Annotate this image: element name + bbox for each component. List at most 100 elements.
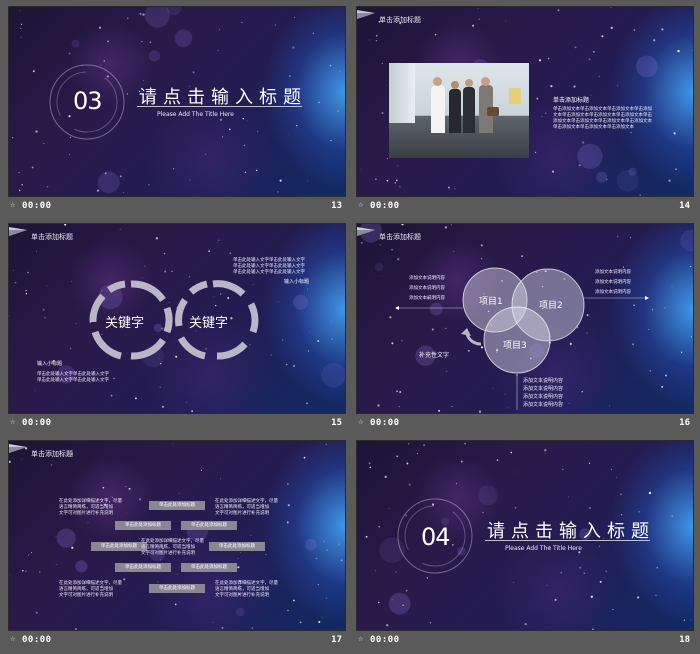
slide-thumb-16[interactable]: 单击添加标题 项目1 项目2 项目3 添加文本说明内容 添加文本说明内容 添加文… xyxy=(356,223,694,437)
slide-timing: 00:00 xyxy=(22,201,52,211)
body-line: 单击此处输入文字单击此处输入文字 xyxy=(37,378,109,383)
body-line: 在此处添加详细描述文字，尽量 xyxy=(141,539,204,544)
flow-box: 单击此处添加标题 xyxy=(149,501,205,510)
flow-box: 单击此处添加标题 xyxy=(91,542,147,551)
flow-box: 单击此处添加标题 xyxy=(149,584,205,593)
slide-15-canvas[interactable]: 单击添加标题 关键字 关键字 单击此处输入文字单击此处输入文字 单击此处输入文字… xyxy=(8,223,346,414)
body-line: 单击此处输入文字单击此处输入文字 xyxy=(233,264,305,269)
venn-diagram xyxy=(395,267,649,410)
body-line: 语言精简简练，可适当增加 xyxy=(215,587,269,592)
slide-header: 单击添加标题 xyxy=(31,450,73,458)
slide-number: 18 xyxy=(679,635,690,645)
slide-footer: ☆ 00:00 16 xyxy=(356,416,692,432)
slide-footer: ☆ 00:00 15 xyxy=(8,416,344,432)
slide-header: 单击添加标题 xyxy=(379,16,421,24)
venn-label-1: 项目1 xyxy=(479,297,503,307)
star-icon[interactable]: ☆ xyxy=(358,634,364,644)
corner-arrow-icon xyxy=(9,227,27,236)
slide-13-canvas[interactable]: 03 请点击输入标题 Please Add The Title Here xyxy=(8,6,346,197)
body-line: 语言精简简练，可适当增加 xyxy=(59,587,113,592)
slide-thumb-17[interactable]: 单击添加标题 单击此处添加标题 单击此处添加标题 单击此处添加标题 单击此处添加… xyxy=(8,440,346,654)
star-icon[interactable]: ☆ xyxy=(10,634,16,644)
slide-header: 单击添加标题 xyxy=(31,233,73,241)
slide-footer: ☆ 00:00 13 xyxy=(8,199,344,215)
flow-box: 单击此处添加标题 xyxy=(181,563,237,572)
body-line: 添加文本说明内容 xyxy=(595,290,631,295)
body-line: 文字可对图片进行补充说明 xyxy=(59,511,113,516)
slide-17-canvas[interactable]: 单击添加标题 单击此处添加标题 单击此处添加标题 单击此处添加标题 单击此处添加… xyxy=(8,440,346,631)
body-line: 在此处添加详细描述文字，尽量 xyxy=(59,499,122,504)
body-line: 文字可对图片进行补充说明 xyxy=(215,511,269,516)
venn-label-3: 项目3 xyxy=(503,341,527,351)
flow-box: 单击此处添加标题 xyxy=(209,542,265,551)
ring-decoration xyxy=(397,498,473,574)
keyword-right: 关键字 xyxy=(189,316,229,331)
slide-timing: 00:00 xyxy=(22,635,52,645)
body-line: 添加文本单击添加文本单击添加文本单击添加文本 xyxy=(553,119,652,124)
slide-thumb-13[interactable]: 03 请点击输入标题 Please Add The Title Here ☆ 0… xyxy=(8,6,346,220)
venn-label-2: 项目2 xyxy=(539,301,563,311)
body-line: 文本单击添加文本单击添加文本单击添加文本单击 xyxy=(553,113,652,118)
corner-arrow-icon xyxy=(357,227,375,236)
slide-footer: ☆ 00:00 14 xyxy=(356,199,692,215)
body-line: 单击添加文本单击添加文本单击添加文本 xyxy=(553,125,634,130)
body-line: 文字可对图片进行补充说明 xyxy=(215,593,269,598)
body-line: 文字可对图片进行补充说明 xyxy=(59,593,113,598)
corner-arrow-icon xyxy=(357,10,375,19)
subheading: 输入小标题 xyxy=(284,279,310,285)
star-icon[interactable]: ☆ xyxy=(10,417,16,427)
slide-subtitle: Please Add The Title Here xyxy=(157,111,234,118)
body-line: 添加文本说明内容 xyxy=(595,280,631,285)
flow-box: 单击此处添加标题 xyxy=(181,521,237,530)
slide-footer: ☆ 00:00 18 xyxy=(356,633,692,649)
slide-14-canvas[interactable]: 单击添加标题 单击添加标题 单击添加文本单击添加文本单击添加文本单击添加 文本单… xyxy=(356,6,694,197)
slide-number: 17 xyxy=(331,635,342,645)
star-icon[interactable]: ☆ xyxy=(358,200,364,210)
slide-number: 13 xyxy=(331,201,342,211)
body-line: 添加文本说明内容 xyxy=(409,296,445,301)
slide-timing: 00:00 xyxy=(22,418,52,428)
section-number: 03 xyxy=(73,87,103,115)
body-line: 语言精简简练，可适当增加 xyxy=(59,505,113,510)
slide-title: 请点击输入标题 xyxy=(487,521,655,542)
body-line: 在此处添加详细描述文字，尽量 xyxy=(215,581,278,586)
slide-subtitle: Please Add The Title Here xyxy=(505,545,582,552)
body-line: 添加文本说明内容 xyxy=(523,394,564,400)
body-line: 添加文本说明内容 xyxy=(523,386,564,392)
body-line: 单击此处输入文字单击此处输入文字 xyxy=(37,372,109,377)
slide-timing: 00:00 xyxy=(370,201,400,211)
flow-box: 单击此处添加标题 xyxy=(115,563,171,572)
slide-thumb-18[interactable]: 04 请点击输入标题 Please Add The Title Here ☆ 0… xyxy=(356,440,694,654)
slide-title: 请点击输入标题 xyxy=(139,87,307,108)
body-line: 添加文本说明内容 xyxy=(523,378,564,384)
body-line: 单击此处输入文字单击此处输入文字 xyxy=(233,258,305,263)
slide-16-canvas[interactable]: 单击添加标题 项目1 项目2 项目3 添加文本说明内容 添加文本说明内容 添加文… xyxy=(356,223,694,414)
body-line: 单击添加文本单击添加文本单击添加文本单击添加 xyxy=(553,107,652,112)
slide-number: 16 xyxy=(679,418,690,428)
body-line: 语言精简简练，可适当增加 xyxy=(141,545,195,550)
star-icon[interactable]: ☆ xyxy=(358,417,364,427)
infinity-segments xyxy=(89,280,259,360)
slide-timing: 00:00 xyxy=(370,418,400,428)
slide-number: 14 xyxy=(679,201,690,211)
photo-caption-title: 单击添加标题 xyxy=(553,97,590,104)
keyword-left: 关键字 xyxy=(105,316,145,331)
slide-thumb-14[interactable]: 单击添加标题 单击添加标题 单击添加文本单击添加文本单击添加文本单击添加 文本单… xyxy=(356,6,694,220)
slide-timing: 00:00 xyxy=(370,635,400,645)
supplementary-text: 补充性文字 xyxy=(419,352,450,359)
star-icon[interactable]: ☆ xyxy=(10,200,16,210)
slide-thumb-15[interactable]: 单击添加标题 关键字 关键字 单击此处输入文字单击此处输入文字 单击此处输入文字… xyxy=(8,223,346,437)
slide-header: 单击添加标题 xyxy=(379,233,421,241)
subheading: 输入小标题 xyxy=(37,361,63,367)
slide-18-canvas[interactable]: 04 请点击输入标题 Please Add The Title Here xyxy=(356,440,694,631)
photo-business-people xyxy=(389,63,529,158)
slide-footer: ☆ 00:00 17 xyxy=(8,633,344,649)
slide-number: 15 xyxy=(331,418,342,428)
corner-arrow-icon xyxy=(9,444,27,453)
body-line: 添加文本说明内容 xyxy=(409,286,445,291)
body-line: 语言精简简练，可适当增加 xyxy=(215,505,269,510)
body-line: 单击此处输入文字单击此处输入文字 xyxy=(233,270,305,275)
body-line: 在此处添加详细描述文字，尽量 xyxy=(215,499,278,504)
body-line: 在此处添加详细描述文字，尽量 xyxy=(59,581,122,586)
body-line: 添加文本说明内容 xyxy=(523,402,564,408)
